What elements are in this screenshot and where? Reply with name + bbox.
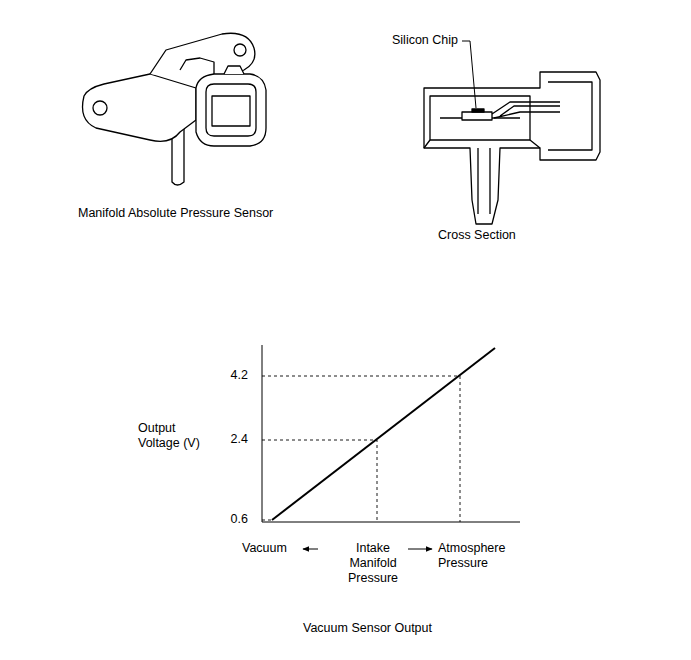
leader-line: [462, 41, 476, 108]
figure-caption: Manifold Absolute Pressure Sensor: [78, 206, 308, 221]
axis-title: Output Voltage (V): [138, 421, 216, 451]
tick-value: 2.4: [218, 432, 248, 447]
axis-label: Atmosphere Pressure: [438, 541, 516, 571]
axis-label: Vacuum: [242, 541, 298, 556]
graph: [262, 345, 520, 549]
figure-caption: Cross Section: [438, 228, 538, 243]
tick-value: 4.2: [218, 368, 248, 383]
sensor-drawing: [83, 33, 267, 185]
part-name: Silicon Chip: [392, 33, 462, 48]
tick-value: 0.6: [218, 512, 248, 527]
chart-caption: Vacuum Sensor Output: [280, 621, 455, 636]
axis-label: Intake Manifold Pressure: [340, 541, 406, 586]
cross-section-drawing: [424, 72, 600, 224]
